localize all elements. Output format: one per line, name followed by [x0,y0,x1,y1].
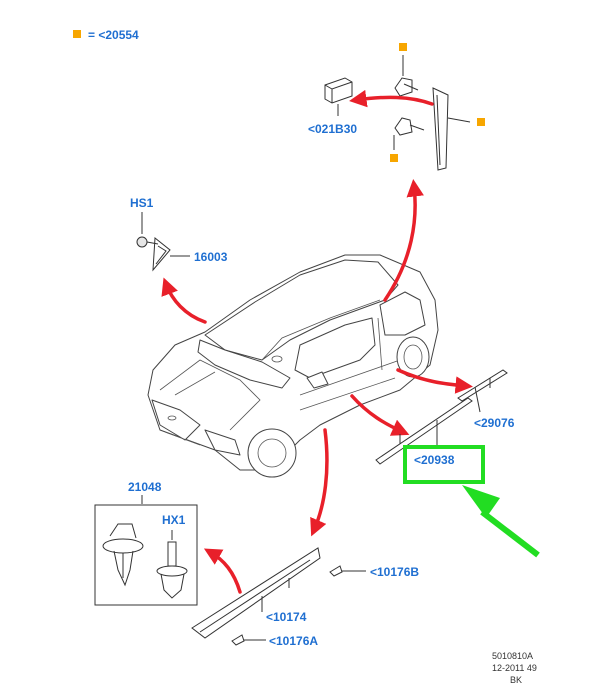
marker-orange-icon [477,118,485,126]
label-10176B: <10176B [370,565,419,579]
sill-10174: <10174 <10176B <10176A [191,547,419,648]
legend-text: = <20554 [88,28,139,42]
label-16003: 16003 [194,250,228,264]
label-HX1: HX1 [162,513,186,527]
highlight-box [403,445,485,484]
screw-icon [136,236,148,248]
arrow-to-clips-box [203,548,242,594]
ref-line-3: BK [510,675,522,685]
pillar-trim-assembly: <021B30 [308,43,485,171]
ref-line-1: 5010810A [492,651,533,661]
label-10176A: <10176A [269,634,318,648]
label-29076: <29076 [474,416,515,430]
car-illustration [147,254,439,478]
arrow-to-clip [349,89,434,108]
marker-orange-icon [390,154,398,162]
label-HS1: HS1 [130,196,154,210]
drawing-reference: 5010810A 12-2011 49 BK [492,651,537,685]
moulding-20938: <20938 [375,397,540,558]
legend-marker-icon [73,30,81,38]
clips-box-21048: 21048 HX1 [94,480,198,606]
moulding-29076: <29076 [457,369,515,430]
label-20938: <20938 [414,453,455,467]
clips-box [94,504,198,606]
label-21048: 21048 [128,480,162,494]
arrow-to-flag [161,277,207,324]
label-10174: <10174 [266,610,307,624]
mirror-flag-assembly: HS1 16003 [130,196,228,272]
callout-arrows [161,89,473,594]
ref-line-2: 12-2011 49 [492,663,537,673]
label-021B30: <021B30 [308,122,357,136]
highlight-arrow [480,509,540,558]
arrow-to-moulding-upper [396,368,473,394]
arrow-to-pillar [383,179,424,302]
legend: = <20554 [73,28,139,42]
highlight-arrow-head [462,485,500,518]
arrow-to-moulding-lower [350,394,410,436]
arrow-to-sill [310,428,329,537]
marker-orange-icon [399,43,407,51]
